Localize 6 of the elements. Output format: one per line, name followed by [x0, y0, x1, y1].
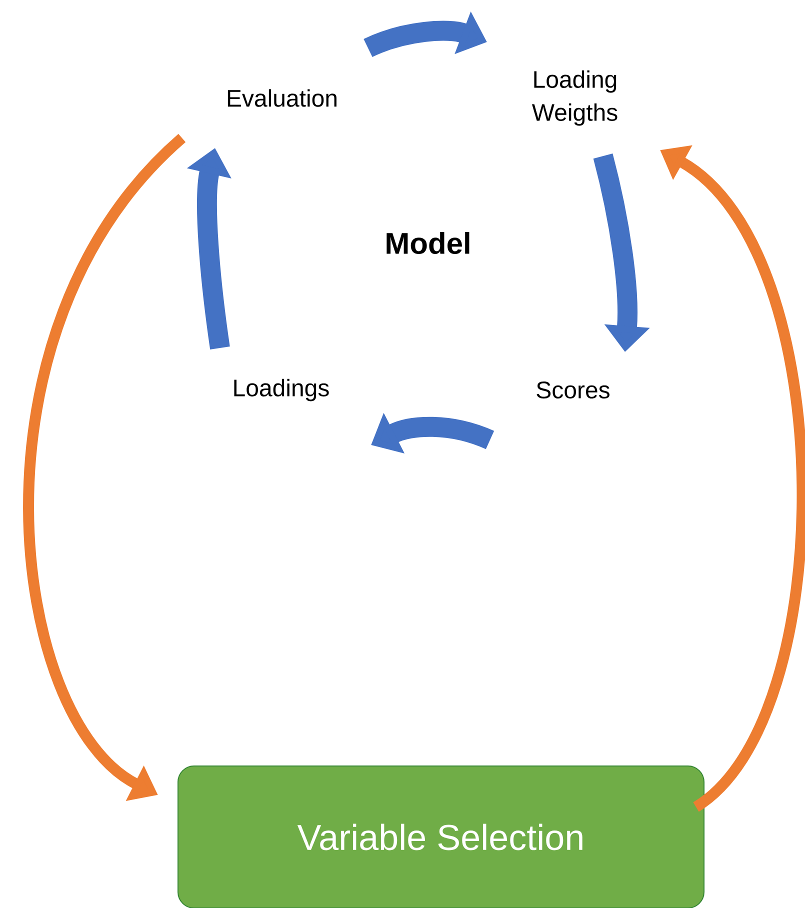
step-label: Loadings: [234, 378, 329, 402]
center-label: Model: [386, 232, 470, 254]
step-label: Evaluation: [228, 89, 336, 107]
step-label: Loading Weigths: [532, 70, 618, 126]
process-box: Variable Selection: [178, 766, 704, 908]
step-label: Scores: [536, 382, 610, 398]
